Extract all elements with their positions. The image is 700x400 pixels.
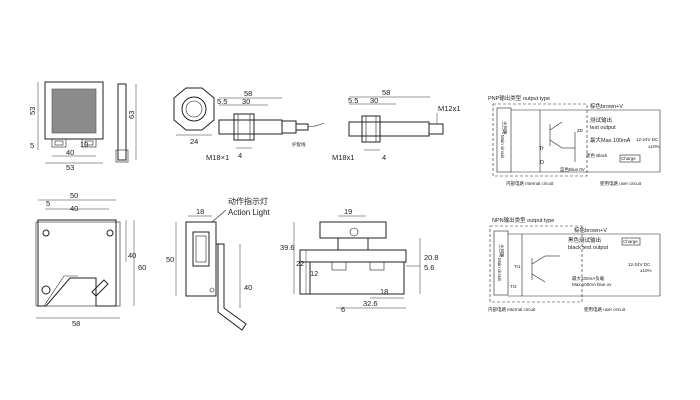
dim-reflector-inner-width: 40 — [66, 148, 74, 157]
dim-side-top: 19 — [344, 207, 352, 216]
dim-reflector-outer-width: 53 — [66, 163, 74, 172]
barrel-sensor-2: 58 5.5 30 M12x1 M18x1 4 — [332, 88, 461, 162]
npn-voltage-tol: ±10% — [640, 268, 651, 273]
dim-side-56: 5.6 — [424, 263, 434, 272]
action-light-cn: 动作指示灯 — [228, 196, 268, 206]
npn-test-cn: 黑色测试输出 — [568, 236, 601, 244]
sensor-side-view: 19 39.6 22 12 20.8 5.6 18 6 32.6 — [280, 207, 439, 314]
npn-main-circuit-en: Main circuit — [497, 258, 502, 282]
dim-barrel2-thread-right: M12x1 — [438, 104, 461, 113]
barrel-sensor-1: 24 58 5.5 30 M18×1 4 护套线 — [173, 87, 325, 162]
pnp-voltage-tol: ±10% — [648, 144, 659, 149]
sensor-front-with-bracket: 动作指示灯 Action Light 18 50 40 — [166, 196, 271, 331]
dim-plate-height-inner: 40 — [128, 251, 136, 260]
dim-barrel2-length: 58 — [382, 88, 390, 97]
dim-plate-bottom-width: 58 — [72, 319, 80, 328]
dim-barrel1-length: 58 — [244, 89, 252, 98]
dim-reflector-small-left: 5 — [30, 141, 34, 150]
npn-main-circuit-cn: 主回路 — [498, 244, 505, 258]
cable-label: 护套线 — [292, 141, 306, 148]
dim-bracket-side-height: 63 — [127, 111, 136, 119]
dim-side-6: 6 — [341, 305, 345, 314]
npn-internal: 内部电路 Internal circuit — [488, 306, 536, 313]
npn-charge: Charge — [623, 239, 638, 244]
dim-reflector-height: 53 — [28, 107, 37, 115]
npn-voltage: 12-24V DC — [628, 262, 651, 267]
mounting-plate: 50 40 5 40 60 58 — [35, 191, 146, 328]
dim-barrel2-left: 5.5 — [348, 96, 358, 105]
dim-side-326: 32.6 — [363, 299, 378, 308]
npn-brown: 棕色brown+V — [574, 226, 607, 234]
pnp-voltage: 12-24V DC — [636, 137, 659, 142]
pnp-brown: 棕色brown+V — [590, 102, 623, 110]
dim-plate-width-outer: 50 — [70, 191, 78, 200]
pnp-zd: ZD — [577, 128, 584, 133]
dim-side-12: 12 — [310, 269, 318, 278]
action-light-en: Action Light — [228, 208, 271, 217]
dim-barrel1-left: 5.5 — [217, 97, 227, 106]
dim-barrel2-sub: 4 — [382, 153, 386, 162]
pnp-max: 最大Max.100mA — [590, 136, 631, 144]
dim-barrel1-sub: 4 — [238, 151, 242, 160]
pnp-tr: Tr — [539, 146, 544, 152]
npn-test-en: black test output — [568, 245, 609, 251]
reflector-side-view: 63 — [115, 83, 137, 163]
npn-user: 使用电路 user circuit — [584, 306, 626, 313]
pnp-main-circuit-cn: 主回路 — [501, 121, 508, 135]
dim-plate-width-inner: 40 — [70, 204, 78, 213]
dim-barrel1-mid: 30 — [242, 97, 250, 106]
pnp-charge: Charge — [621, 156, 636, 161]
dim-sensor-height: 50 — [166, 255, 174, 264]
pnp-test-cn: 测试输出 — [590, 116, 612, 124]
dim-side-right-height: 20.8 — [424, 253, 439, 262]
pnp-d: D — [540, 160, 544, 166]
dim-barrel1-thread: M18×1 — [206, 153, 229, 162]
reflector-front-view: 53 5 10 40 53 — [28, 81, 104, 172]
pnp-internal: 内部电路 Internal circuit — [506, 180, 554, 187]
npn-max-cn: 最大100mA负载 — [572, 275, 605, 282]
pnp-black: 黑色 Black — [586, 152, 608, 159]
npn-max-en: Max.100mA blue ov — [572, 282, 612, 287]
dim-side-18: 18 — [380, 287, 388, 296]
pnp-test-en: test output — [590, 125, 616, 131]
npn-tr2: Tr2 — [510, 284, 517, 289]
dim-side-22: 22 — [296, 259, 304, 268]
dim-nut-width: 24 — [190, 137, 198, 146]
dim-bracket-height: 40 — [244, 283, 252, 292]
pnp-title: PNP输出类型 output type — [488, 94, 550, 102]
dim-reflector-small-right: 10 — [80, 140, 88, 149]
npn-title: NPN输出类型 output type — [492, 216, 554, 224]
pnp-main-circuit-en: Main circuit — [500, 135, 505, 159]
pnp-blue: 蓝色Blue 0V — [560, 166, 585, 172]
dim-barrel2-mid: 30 — [370, 96, 378, 105]
pnp-user: 使用电路 user circuit — [600, 180, 642, 187]
npn-circuit-diagram: NPN输出类型 output type 主回路 Main circuit 棕色b… — [488, 216, 661, 313]
dim-plate-height-outer: 60 — [138, 263, 146, 272]
dim-barrel2-thread: M18x1 — [332, 153, 355, 162]
dim-sensor-width: 18 — [196, 207, 204, 216]
dim-plate-small: 5 — [46, 199, 50, 208]
dim-side-height-left: 39.6 — [280, 243, 295, 252]
npn-tr1: Tr1 — [514, 264, 521, 269]
pnp-circuit-diagram: PNP输出类型 output type 主回路 Main circuit 棕色b… — [488, 94, 661, 187]
